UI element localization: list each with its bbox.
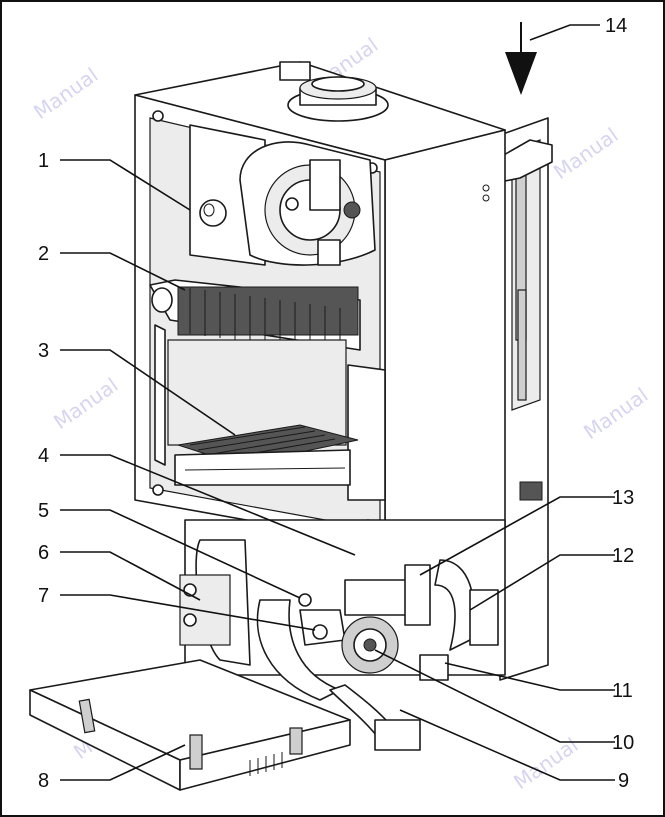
callout-3: 3 xyxy=(38,340,49,362)
callout-4: 4 xyxy=(38,445,49,467)
burner xyxy=(149,279,361,354)
watermark-text: Manual xyxy=(579,383,652,444)
callout-2: 2 xyxy=(38,243,49,265)
callout-8: 8 xyxy=(38,770,49,792)
vent-slots xyxy=(249,752,283,776)
callout-7: 7 xyxy=(38,585,49,607)
callout-14: 14 xyxy=(605,15,627,37)
callout-5: 5 xyxy=(38,500,49,522)
leader-lines xyxy=(60,24,615,781)
callout-9: 9 xyxy=(618,770,629,792)
fan-assembly xyxy=(239,141,376,266)
flow-direction-arrow xyxy=(505,22,537,95)
mounting-frame xyxy=(494,117,553,681)
hydraulic-block xyxy=(179,519,506,751)
callout-1: 1 xyxy=(38,150,49,172)
callout-6: 6 xyxy=(38,542,49,564)
callout-11: 11 xyxy=(612,680,633,702)
callout-12: 12 xyxy=(612,545,634,567)
watermark-text: Manual xyxy=(49,373,122,434)
callout-10: 10 xyxy=(612,732,634,754)
heat-exchanger xyxy=(154,324,386,501)
watermark-text: Manual xyxy=(29,63,102,124)
callout-13: 13 xyxy=(612,487,634,509)
flue-outlet xyxy=(287,76,389,122)
callout-labels: 1 2 3 4 5 6 7 8 9 10 11 12 13 14 xyxy=(38,15,634,792)
watermark-text: Manual xyxy=(549,123,622,184)
